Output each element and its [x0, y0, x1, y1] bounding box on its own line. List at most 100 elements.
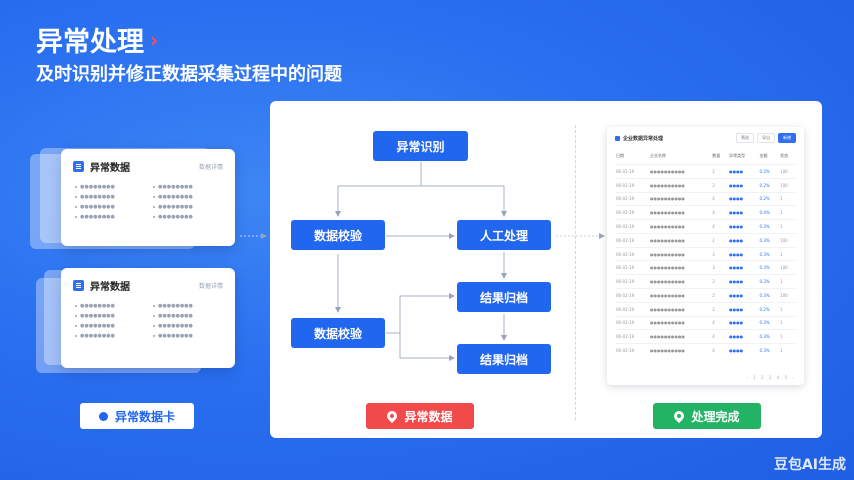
column-header[interactable]: 状态 — [780, 153, 789, 158]
anomaly-table: 企业数据异常处理 筛选 导出 新增 日期 企业名称 数量 异常类型 金额 状态 … — [607, 127, 804, 385]
node-manual[interactable]: 人工处理 — [457, 220, 551, 250]
table-cell: 0.3% — [758, 219, 780, 234]
done-label[interactable]: 处理完成 — [653, 403, 761, 429]
table-cell: 1 — [779, 205, 796, 220]
table-cell: ●●●● — [728, 260, 759, 275]
table-row[interactable]: 06-02-19●●●●●●●●●●4●●●●0.2%1 — [615, 191, 796, 206]
table-cell: 0.3% — [758, 246, 780, 261]
table-row[interactable]: 06-02-19●●●●●●●●●●3●●●●0.3%100 — [615, 260, 796, 275]
node-identify[interactable]: 异常识别 — [373, 131, 468, 161]
table-cell: 2 — [711, 164, 729, 179]
table-cell: ●●●●●●●●●● — [649, 246, 712, 261]
table-cell: 4 — [711, 315, 729, 330]
column-header[interactable]: 日期 — [616, 153, 624, 158]
table-row[interactable]: 06-02-19●●●●●●●●●●2●●●●0.2%100 — [615, 177, 796, 193]
node-validate-2[interactable]: 数据校验 — [291, 318, 385, 348]
table-row[interactable]: 06-02-19●●●●●●●●●●3●●●●0.3%1 — [615, 246, 796, 261]
table-row[interactable]: 06-02-19●●●●●●●●●●2●●●●0.2%1 — [615, 301, 796, 317]
table-row[interactable]: 06-02-19●●●●●●●●●●2●●●●0.2%100 — [615, 164, 796, 179]
table-cell: 0.3% — [758, 232, 780, 248]
table-row[interactable]: 06-02-19●●●●●●●●●●4●●●●0.3%1 — [615, 343, 796, 357]
table-cell: 06-02-19 — [615, 191, 650, 206]
list-item: ●●●●●●●● — [153, 313, 221, 319]
location-pin-icon — [672, 408, 687, 424]
table-toolbar: 筛选 导出 新增 — [736, 133, 796, 143]
pagination[interactable]: ‹ 1 2 3 4 5 › — [746, 375, 796, 380]
filter-button[interactable]: 筛选 — [736, 133, 754, 143]
table-cell: ●●●● — [728, 205, 759, 220]
table-cell: 06-02-19 — [615, 301, 650, 317]
anomaly-data-label-text: 异常数据 — [404, 409, 453, 424]
card-tag: 数据详情 — [198, 283, 223, 290]
table-cell: 1 — [779, 343, 796, 357]
arrow — [421, 185, 507, 217]
anomaly-card-label[interactable]: 异常数据卡 — [80, 403, 194, 429]
table-row[interactable]: 06-02-19●●●●●●●●●●2●●●●0.3%1 — [615, 274, 796, 289]
table-cell: 3 — [711, 260, 729, 275]
table-cell: 06-02-19 — [615, 164, 650, 179]
table-row[interactable]: 06-02-19●●●●●●●●●●4●●●●0.3%1 — [615, 329, 796, 344]
column-header[interactable]: 异常类型 — [729, 153, 746, 158]
page-title-text: 异常处理 — [36, 27, 144, 58]
table-row[interactable]: 06-02-19●●●●●●●●●●4●●●●0.4%1 — [615, 205, 796, 220]
table-cell: ●●●●●●●●●● — [649, 260, 712, 275]
chevron-right-icon: › — [150, 27, 159, 52]
add-button[interactable]: 新增 — [778, 133, 796, 143]
anomaly-card[interactable]: 异常数据 数据详情 ●●●●●●●● ●●●●●●●● ●●●●●●●● ●●●… — [61, 149, 235, 246]
table-cell: 0.2% — [758, 191, 780, 206]
location-pin-icon — [385, 408, 400, 424]
list-item: ●●●●●●●● — [153, 194, 221, 200]
table-cell: 4 — [711, 329, 729, 344]
table-cell: ●●●● — [728, 219, 759, 234]
table-row[interactable]: 06-02-19●●●●●●●●●●4●●●●0.3%1 — [615, 219, 796, 234]
list-item: ●●●●●●●● — [153, 184, 221, 190]
list-item: ●●●●●●●● — [75, 184, 143, 190]
table-cell: ●●●●●●●●●● — [649, 219, 712, 234]
table-cell: 1 — [779, 219, 796, 234]
anomaly-card[interactable]: 异常数据 数据详情 ●●●●●●●● ●●●●●●●● ●●●●●●●● ●●●… — [61, 268, 235, 368]
node-validate-1[interactable]: 数据校验 — [291, 220, 385, 250]
table-cell: 06-02-19 — [615, 315, 650, 330]
table-cell: 100 — [779, 232, 796, 248]
card-title: 异常数据 — [73, 159, 130, 174]
card-body: ●●●●●●●● ●●●●●●●● ●●●●●●●● ●●●●●●●● ●●●●… — [61, 299, 235, 343]
table-cell: 0.3% — [758, 274, 780, 289]
list-item: ●●●●●●●● — [75, 313, 143, 319]
table-cell: ●●●●●●●●●● — [649, 274, 712, 289]
table-cell: 06-02-19 — [615, 343, 650, 357]
column-header[interactable]: 金额 — [759, 153, 768, 158]
list-item: ●●●●●●●● — [75, 204, 143, 210]
table-cell: 1 — [779, 301, 796, 317]
table-cell: 06-02-19 — [615, 260, 650, 275]
column-header[interactable]: 数量 — [712, 153, 721, 158]
document-icon — [73, 280, 84, 291]
arrow — [335, 162, 422, 217]
table-row[interactable]: 06-02-19●●●●●●●●●●2●●●●0.3%100 — [615, 288, 796, 303]
table-cell: ●●●●●●●●●● — [649, 288, 712, 303]
table-row[interactable]: 06-02-19●●●●●●●●●●4●●●●0.3%1 — [615, 315, 796, 330]
node-archive-2[interactable]: 结果归档 — [457, 344, 551, 374]
table-cell: 4 — [711, 205, 729, 220]
table-cell: 0.4% — [758, 205, 780, 220]
page-title: 异常处理 › — [36, 20, 158, 59]
table-cell: 1 — [779, 191, 796, 206]
document-icon — [73, 161, 84, 172]
table-cell: 0.2% — [758, 177, 780, 193]
page-subtitle: 及时识别并修正数据采集过程中的问题 — [36, 64, 342, 85]
table-cell: 1 — [779, 329, 796, 344]
table-cell: 06-02-19 — [615, 329, 650, 344]
anomaly-data-label[interactable]: 异常数据 — [366, 403, 474, 429]
column-header[interactable]: 企业名称 — [650, 153, 667, 158]
table-row[interactable]: 06-02-19●●●●●●●●●●2●●●●0.3%100 — [615, 232, 796, 248]
table-cell: 0.3% — [758, 343, 780, 357]
done-label-text: 处理完成 — [691, 409, 740, 424]
node-archive-1[interactable]: 结果归档 — [457, 282, 551, 312]
list-item: ●●●●●●●● — [153, 214, 221, 220]
list-item: ●●●●●●●● — [153, 303, 221, 309]
table-cell: 100 — [779, 177, 796, 193]
list-item: ●●●●●●●● — [153, 333, 221, 339]
export-button[interactable]: 导出 — [757, 133, 775, 143]
list-item: ●●●●●●●● — [75, 333, 143, 339]
